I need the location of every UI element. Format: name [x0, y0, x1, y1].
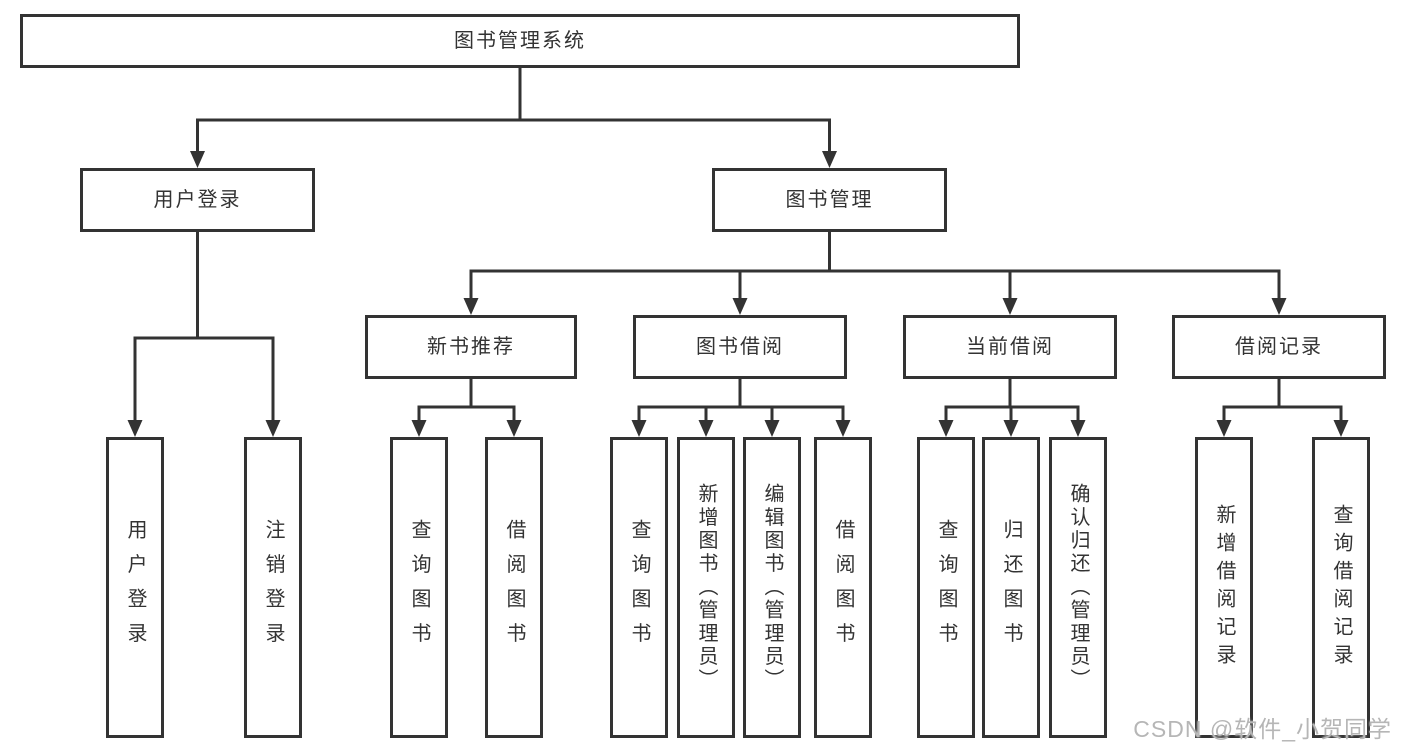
leaf-label: 新增图书（管理员） [695, 483, 717, 692]
leaf-label: 新增借阅记录 [1213, 503, 1235, 672]
node-current-borrowing: 当前借阅 [903, 315, 1117, 379]
node-library-management-system: 图书管理系统 [20, 14, 1020, 68]
node-borrowing-records: 借阅记录 [1172, 315, 1386, 379]
tree-connector-path [133, 68, 1343, 421]
node-leaf-confirm-return-admin: 确认归还（管理员） [1049, 437, 1107, 738]
leaf-label: 借阅图书 [503, 518, 525, 657]
leaf-label: 归还图书 [1000, 518, 1022, 657]
leaf-label: 查询图书 [408, 518, 430, 657]
node-leaf-borrow-books-1: 借阅图书 [485, 437, 543, 738]
node-leaf-query-books-2: 查询图书 [610, 437, 668, 738]
node-new-book-recommendation: 新书推荐 [365, 315, 577, 379]
leaf-label: 借阅图书 [832, 518, 854, 657]
leaf-label: 注销登录 [262, 518, 284, 657]
csdn-watermark: CSDN @软件_小贺同学 [1133, 716, 1392, 742]
node-leaf-add-borrow-record: 新增借阅记录 [1195, 437, 1253, 738]
node-leaf-add-book-admin: 新增图书（管理员） [677, 437, 735, 738]
node-leaf-edit-book-admin: 编辑图书（管理员） [743, 437, 801, 738]
node-leaf-user-login: 用户登录 [106, 437, 164, 738]
node-leaf-query-books-3: 查询图书 [917, 437, 975, 738]
node-leaf-query-borrow-record: 查询借阅记录 [1312, 437, 1370, 738]
node-book-borrowing: 图书借阅 [633, 315, 847, 379]
node-book-management-module: 图书管理 [712, 168, 947, 232]
leaf-label: 查询借阅记录 [1330, 503, 1352, 672]
leaf-label: 查询图书 [628, 518, 650, 657]
node-user-login-module: 用户登录 [80, 168, 315, 232]
leaf-label: 确认归还（管理员） [1067, 483, 1089, 692]
leaf-label: 查询图书 [935, 518, 957, 657]
leaf-label: 用户登录 [124, 518, 146, 657]
node-leaf-borrow-books-2: 借阅图书 [814, 437, 872, 738]
node-leaf-query-books-1: 查询图书 [390, 437, 448, 738]
node-leaf-return-book: 归还图书 [982, 437, 1040, 738]
node-leaf-logout: 注销登录 [244, 437, 302, 738]
leaf-label: 编辑图书（管理员） [761, 483, 783, 692]
